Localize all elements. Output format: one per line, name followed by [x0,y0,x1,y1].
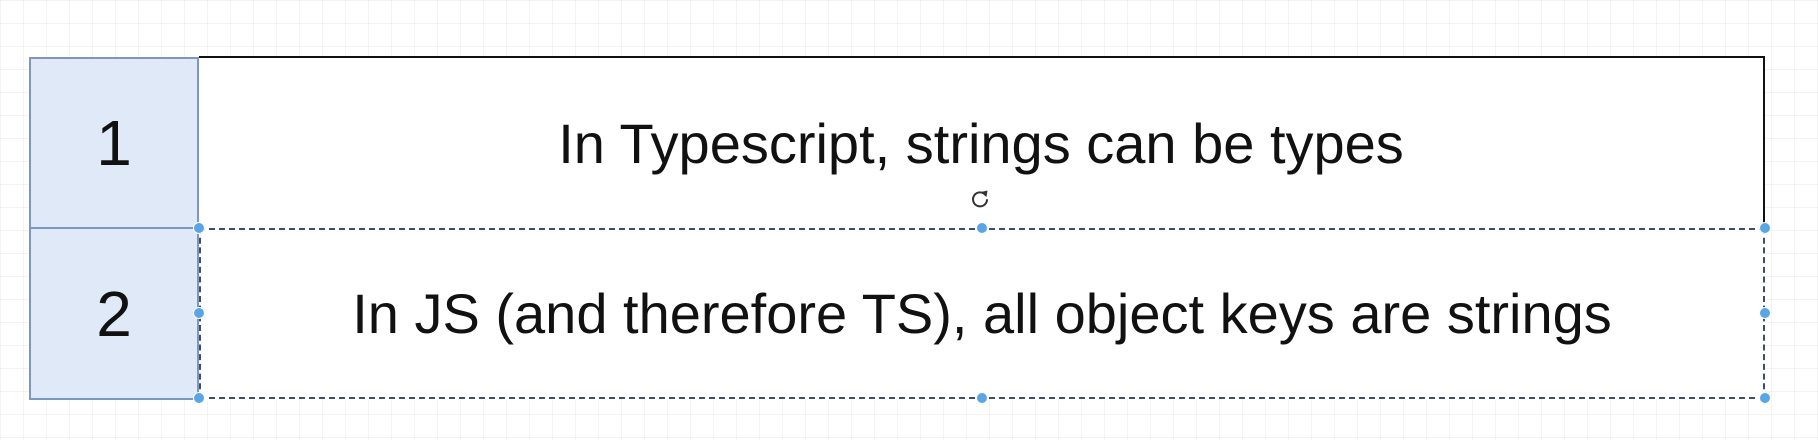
row-1-text-cell[interactable]: In Typescript, strings can be types [199,56,1765,229]
resize-handle-top-left[interactable] [193,222,205,234]
resize-handle-bottom-center[interactable] [976,392,988,404]
row-2-number-cell[interactable]: 2 [29,227,199,400]
row-1-number-cell[interactable]: 1 [29,57,199,229]
rotate-icon[interactable] [968,187,992,211]
row-2-text-cell-selected[interactable]: In JS (and therefore TS), all object key… [199,228,1765,399]
resize-handle-top-right[interactable] [1759,222,1771,234]
row-1-text: In Typescript, strings can be types [558,112,1404,175]
resize-handle-bottom-left[interactable] [193,392,205,404]
resize-handle-top-center[interactable] [976,222,988,234]
row-1-number: 1 [96,107,132,179]
resize-handle-bottom-right[interactable] [1759,392,1771,404]
resize-handle-middle-left[interactable] [193,307,205,319]
row-2-text: In JS (and therefore TS), all object key… [352,282,1612,345]
resize-handle-middle-right[interactable] [1759,307,1771,319]
row-2-number: 2 [96,277,132,350]
